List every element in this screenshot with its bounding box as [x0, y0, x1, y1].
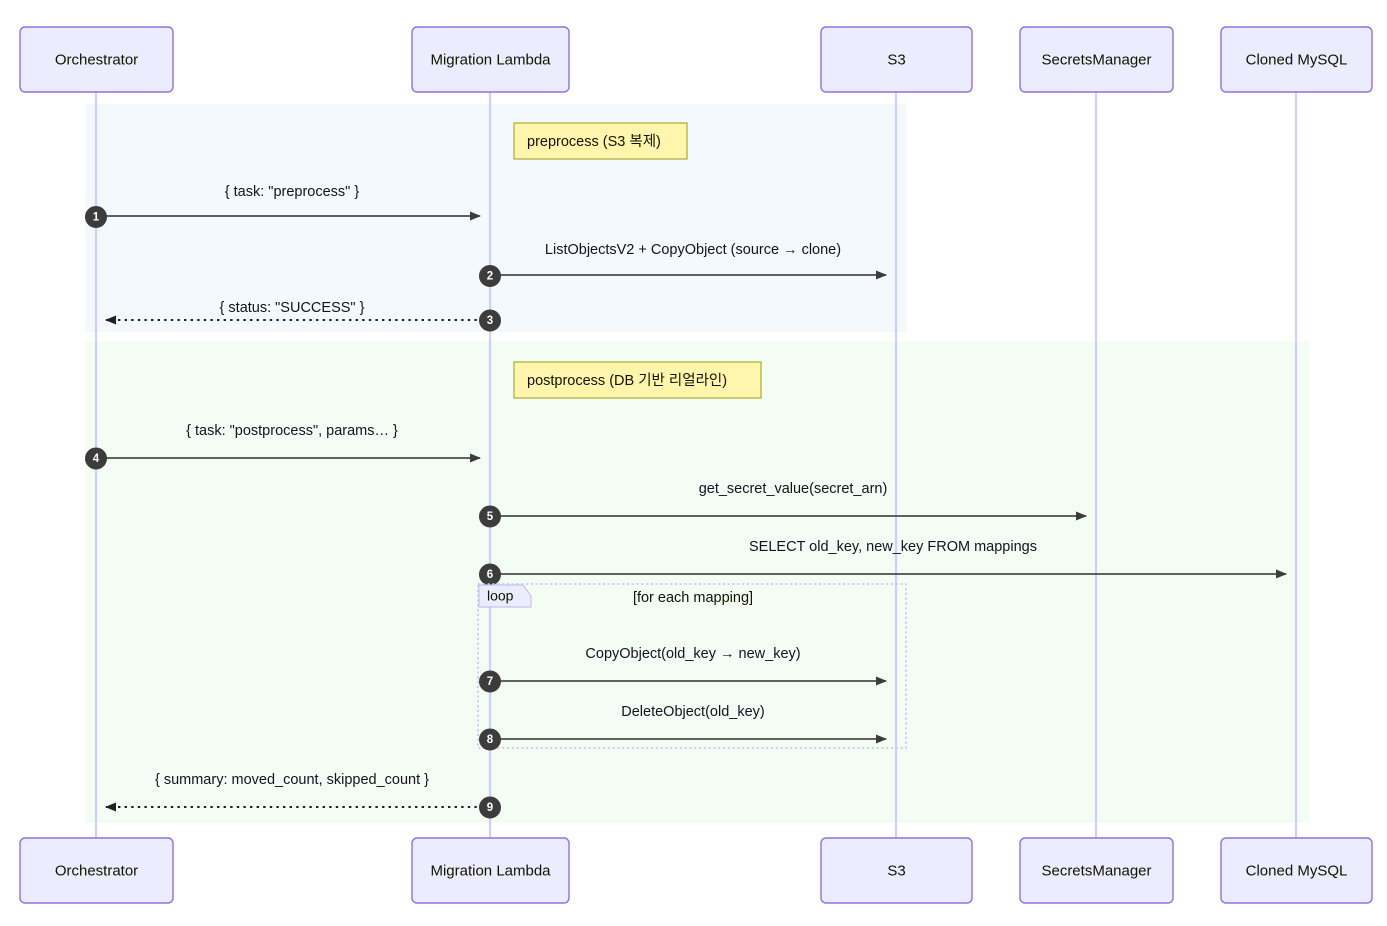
- loop-fragment: loop [for each mapping]: [477, 583, 907, 749]
- participant-top-migration-lambda[interactable]: Migration Lambda: [411, 26, 570, 93]
- message-1: { task: "preprocess" } 1: [85, 184, 481, 228]
- note-box-preprocess: [513, 122, 688, 160]
- participant-box-cloned-mysql[interactable]: [1220, 26, 1373, 93]
- participant-label-secretsmanager: SecretsManager: [1041, 51, 1151, 68]
- participant-bottom-migration-lambda[interactable]: Migration Lambda: [411, 837, 570, 904]
- participant-box-secretsmanager[interactable]: [1019, 26, 1174, 93]
- message-label-6: SELECT old_key, new_key FROM mappings: [749, 539, 1037, 555]
- sequence-marker-8: [479, 728, 501, 751]
- message-label-5: get_secret_value(secret_arn): [699, 481, 888, 497]
- sequence-number-7: 7: [487, 676, 493, 688]
- message-6: SELECT old_key, new_key FROM mappings 6: [479, 539, 1287, 586]
- participant-box-bottom-secretsmanager[interactable]: [1019, 837, 1174, 904]
- message-label-9: { summary: moved_count, skipped_count }: [155, 772, 429, 788]
- note-box-postprocess: [513, 361, 762, 399]
- sequence-number-4: 4: [93, 453, 100, 465]
- participant-box-bottom-cloned-mysql[interactable]: [1220, 837, 1373, 904]
- participant-box-migration-lambda[interactable]: [411, 26, 570, 93]
- sequence-marker-5: [479, 505, 501, 528]
- participant-bottom-secretsmanager[interactable]: SecretsManager: [1019, 837, 1174, 904]
- participant-box-bottom-orchestrator[interactable]: [19, 837, 174, 904]
- note-text-preprocess: preprocess (S3 복제): [527, 133, 661, 150]
- message-label-4: { task: "postprocess", params… }: [186, 423, 398, 439]
- participant-label-cloned-mysql: Cloned MySQL: [1246, 51, 1348, 68]
- loop-fragment-border: [477, 583, 907, 749]
- participant-top-secretsmanager[interactable]: SecretsManager: [1019, 26, 1174, 93]
- sequence-number-1: 1: [93, 212, 100, 224]
- sequence-number-2: 2: [487, 271, 493, 283]
- message-label-1: { task: "preprocess" }: [225, 184, 360, 200]
- message-label-2: ListObjectsV2 + CopyObject (source → clo…: [545, 242, 841, 258]
- preprocess-section-background: [85, 104, 907, 332]
- sequence-number-6: 6: [487, 569, 493, 581]
- participant-box-s3[interactable]: [820, 26, 973, 93]
- participant-label-bottom-s3: S3: [887, 862, 905, 879]
- message-9: { summary: moved_count, skipped_count } …: [105, 772, 501, 819]
- participant-label-migration-lambda: Migration Lambda: [430, 51, 551, 68]
- message-5: get_secret_value(secret_arn) 5: [479, 481, 1087, 528]
- sequence-marker-2: [479, 265, 501, 287]
- participant-label-bottom-migration-lambda: Migration Lambda: [430, 862, 551, 879]
- sequence-marker-9: [479, 796, 501, 819]
- participant-top-s3[interactable]: S3: [820, 26, 973, 93]
- participant-bottom-orchestrator[interactable]: Orchestrator: [19, 837, 174, 904]
- note-postprocess: postprocess (DB 기반 리얼라인): [513, 361, 762, 399]
- participant-box-bottom-migration-lambda[interactable]: [411, 837, 570, 904]
- loop-tag-label: loop: [487, 588, 514, 604]
- participant-box-bottom-s3[interactable]: [820, 837, 973, 904]
- participant-label-bottom-cloned-mysql: Cloned MySQL: [1246, 862, 1348, 879]
- participant-bottom-cloned-mysql[interactable]: Cloned MySQL: [1220, 837, 1373, 904]
- message-label-3: { status: "SUCCESS" }: [220, 300, 365, 316]
- message-7: CopyObject(old_key → new_key) 7: [479, 646, 887, 693]
- participant-bottom-s3[interactable]: S3: [820, 837, 973, 904]
- participant-label-bottom-secretsmanager: SecretsManager: [1041, 862, 1151, 879]
- loop-condition-label: [for each mapping]: [633, 590, 753, 606]
- sequence-number-9: 9: [487, 802, 493, 814]
- sequence-marker-4: [85, 447, 107, 470]
- message-4: { task: "postprocess", params… } 4: [85, 423, 481, 470]
- postprocess-section-background: [85, 341, 1310, 823]
- participant-label-orchestrator: Orchestrator: [55, 51, 138, 68]
- sequence-number-5: 5: [487, 511, 494, 523]
- message-3: { status: "SUCCESS" } 3: [105, 300, 501, 332]
- sequence-marker-3: [479, 309, 501, 332]
- message-label-7: CopyObject(old_key → new_key): [585, 646, 800, 662]
- sequence-marker-7: [479, 670, 501, 693]
- sequence-number-3: 3: [487, 315, 493, 327]
- message-8: DeleteObject(old_key) 8: [479, 704, 887, 751]
- participant-top-cloned-mysql[interactable]: Cloned MySQL: [1220, 26, 1373, 93]
- sequence-marker-1: [85, 206, 107, 228]
- message-label-8: DeleteObject(old_key): [621, 704, 764, 720]
- note-text-postprocess: postprocess (DB 기반 리얼라인): [527, 372, 727, 389]
- participant-box-orchestrator[interactable]: [19, 26, 174, 93]
- sequence-number-8: 8: [487, 734, 494, 746]
- participant-top-orchestrator[interactable]: Orchestrator: [19, 26, 174, 93]
- participant-label-bottom-orchestrator: Orchestrator: [55, 862, 138, 879]
- participant-label-s3: S3: [887, 51, 905, 68]
- loop-tag-shape: [478, 584, 532, 608]
- message-2: ListObjectsV2 + CopyObject (source → clo…: [479, 242, 887, 287]
- note-preprocess: preprocess (S3 복제): [513, 122, 688, 160]
